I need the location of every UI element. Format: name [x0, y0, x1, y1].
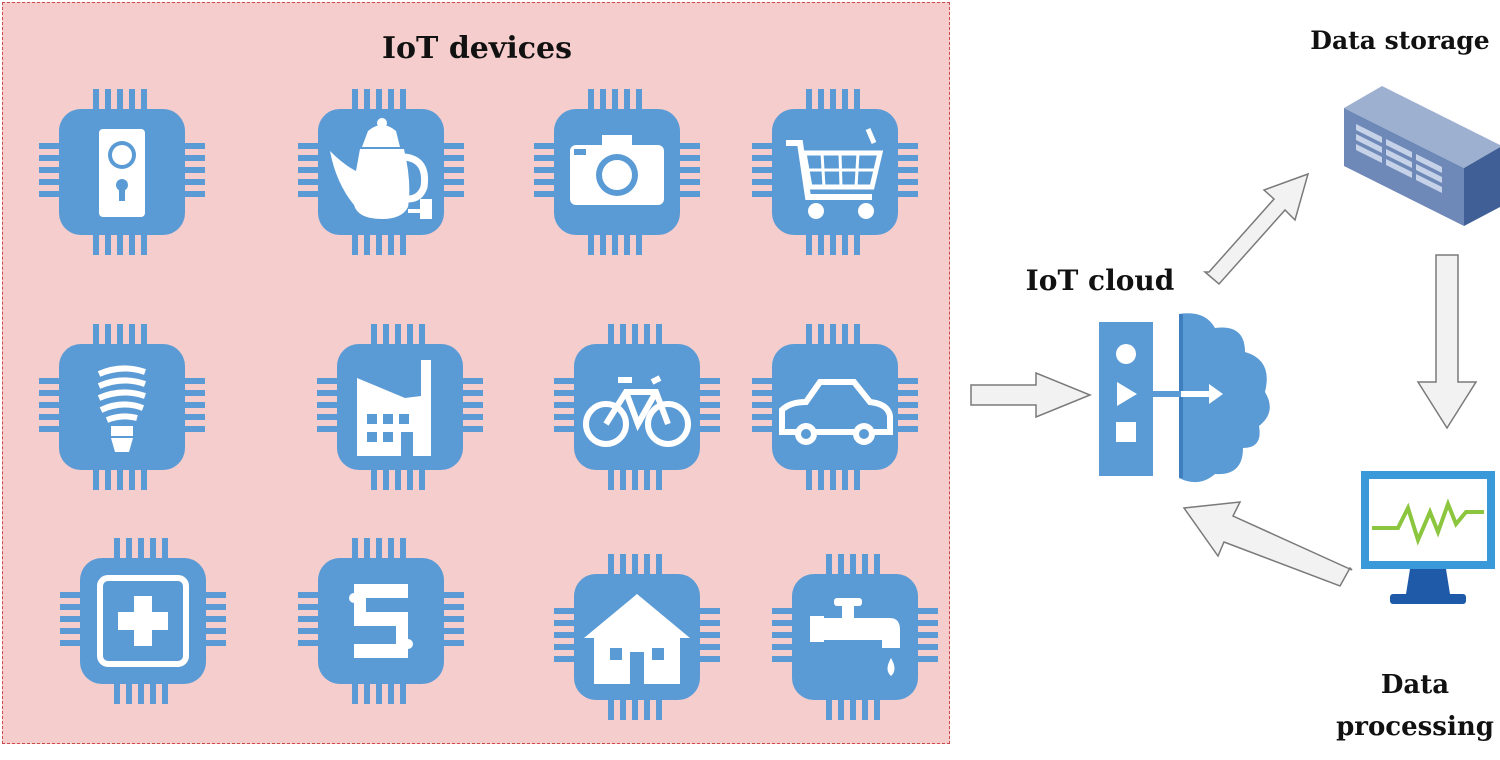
camera-icon: [532, 87, 702, 257]
processing-to-cloud-arrow: [1182, 501, 1353, 587]
circuit-icon: [296, 536, 466, 706]
monitor-icon: [1361, 471, 1495, 604]
devices-to-cloud-arrow: [970, 371, 1092, 419]
bicycle-icon: [552, 322, 722, 492]
cloud-label: IoT cloud: [1025, 264, 1175, 297]
light-bulb-icon: [37, 322, 207, 492]
house-icon: [552, 552, 722, 722]
door-lock-icon: [37, 87, 207, 257]
storage-label: Data storage: [1310, 26, 1490, 55]
iot-cloud-icon: [1099, 313, 1270, 483]
cloud-to-storage-arrow: [1202, 172, 1310, 286]
processing-label: Data processing: [1336, 670, 1494, 742]
factory-icon: [315, 322, 485, 492]
storage-to-processing-arrow: [1416, 254, 1478, 430]
devices-title: IoT devices: [382, 31, 572, 66]
shopping-cart-icon: [750, 87, 920, 257]
water-tap-icon: [770, 552, 940, 722]
car-icon: [750, 322, 920, 492]
kettle-icon: [296, 87, 466, 257]
server-icon: [1344, 86, 1500, 226]
medical-cross-icon: [58, 536, 228, 706]
